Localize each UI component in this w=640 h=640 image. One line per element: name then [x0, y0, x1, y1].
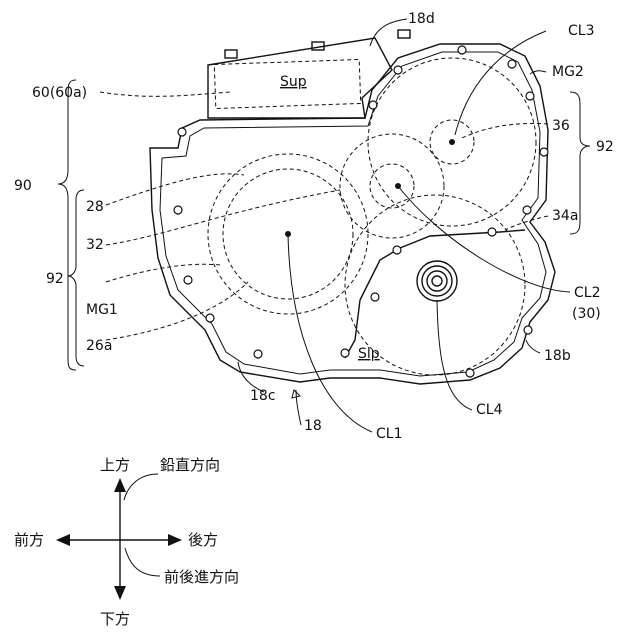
label-cl2: CL2: [574, 285, 600, 301]
label-mg1: MG1: [86, 302, 118, 318]
label-92-right: 92: [596, 139, 614, 155]
label-cl2-sub: (30): [572, 306, 601, 322]
label-slp: Slp: [358, 346, 380, 362]
label-26a: 26a: [86, 338, 112, 354]
label-36: 36: [552, 118, 570, 134]
label-cl4: CL4: [476, 402, 503, 418]
label-down: 下方: [100, 610, 130, 628]
label-92-left: 92: [46, 271, 64, 287]
label-up: 上方: [100, 456, 130, 474]
label-front: 前方: [14, 531, 44, 549]
label-cl3: CL3: [568, 23, 594, 39]
label-vertical-direction: 鉛直方向: [160, 456, 220, 474]
label-32: 32: [86, 237, 104, 253]
label-sup: Sup: [280, 74, 307, 90]
label-18d: 18d: [408, 11, 435, 27]
label-mg2: MG2: [552, 64, 584, 80]
label-28: 28: [86, 199, 104, 215]
label-cl1: CL1: [376, 426, 402, 442]
label-18: 18: [304, 418, 322, 434]
label-18c: 18c: [250, 388, 276, 404]
text-labels: 18d 60(60a) Sup CL3 MG2 36 92 90 28 34a …: [14, 11, 614, 628]
label-90: 90: [14, 178, 32, 194]
label-60: 60(60a): [32, 85, 87, 101]
label-rear: 後方: [188, 531, 218, 549]
label-longitudinal-direction: 前後進方向: [164, 568, 239, 586]
label-18b: 18b: [544, 348, 571, 364]
label-34a: 34a: [552, 208, 578, 224]
upper-box-60: [208, 30, 410, 118]
braces: [58, 80, 590, 370]
transaxle-case-18: [150, 44, 555, 384]
